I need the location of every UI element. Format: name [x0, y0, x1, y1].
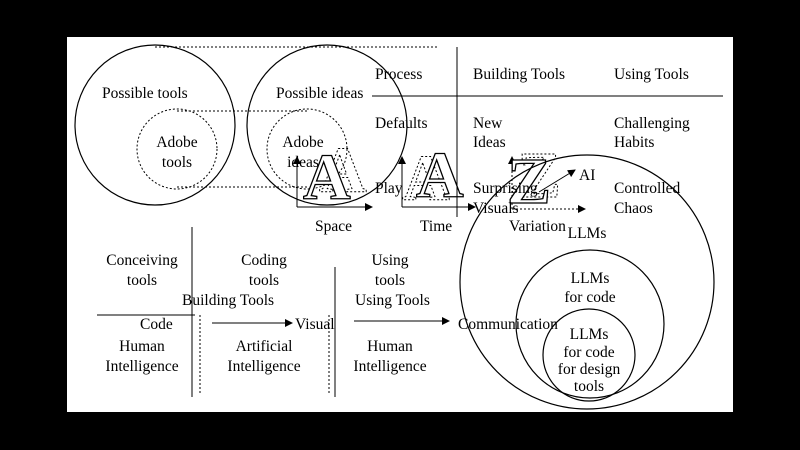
adobe-ideas-label-1: Adobe	[282, 134, 323, 151]
human-intelligence-2-line1: Human	[367, 338, 413, 355]
building-tools-label: Building Tools	[182, 292, 274, 309]
llms-design-label-4: tools	[574, 378, 604, 395]
artificial-intelligence-line1: Artificial	[236, 338, 293, 355]
coding-tools-label-1: Coding	[241, 252, 287, 269]
axis-label-variation: Variation	[509, 218, 566, 235]
llms-for-design-tools-circle	[542, 308, 636, 402]
llms-for-code-label-2: for code	[564, 289, 615, 306]
artificial-intelligence-line2: Intelligence	[227, 358, 300, 375]
adobe-ideas-circle	[266, 108, 348, 190]
adobe-tools-circle	[136, 108, 218, 190]
human-intelligence-1-line2: Intelligence	[105, 358, 178, 375]
ai-arrow	[538, 169, 576, 193]
llms-circle	[459, 154, 715, 410]
axis-label-space: Space	[315, 218, 352, 235]
using-tools-row-label: Using Tools	[355, 292, 430, 309]
tool-pipeline: Conceiving tools Coding tools Using tool…	[97, 227, 558, 397]
letter-a-time-shadow: A	[402, 142, 450, 215]
letter-z-shadow: Z	[517, 139, 561, 212]
llms-design-label-2: for code	[563, 344, 614, 361]
llms-for-code-label-1: LLMs	[571, 270, 610, 287]
flow-communication: Communication	[458, 316, 558, 333]
possible-tools-circle	[74, 44, 236, 206]
llms-design-label-3: for design	[558, 361, 621, 378]
conceiving-tools-label-1: Conceiving	[106, 252, 178, 269]
table-header-process: Process	[375, 66, 422, 83]
process-table: Process Building Tools Using Tools Defau…	[372, 47, 723, 217]
table-row2-chaos: Chaos	[614, 200, 653, 217]
adobe-tools-label-1: Adobe	[156, 134, 197, 151]
diagram-canvas: Possible tools Adobe tools Possible idea…	[74, 44, 723, 410]
llms-design-label-1: LLMs	[570, 326, 609, 343]
llms-for-code-circle	[515, 249, 665, 399]
table-row1-habits: Habits	[614, 134, 654, 151]
human-intelligence-2-line2: Intelligence	[353, 358, 426, 375]
letters-group: A A Space A A Time Z Z AI Variation	[293, 134, 595, 235]
ai-label: AI	[579, 167, 595, 184]
table-row2-surprising: Surprising	[473, 180, 538, 197]
using-tools-label-1: Using	[371, 252, 408, 269]
possible-tools-label: Possible tools	[102, 85, 188, 102]
letter-a-space: A	[303, 141, 351, 214]
slide: Possible tools Adobe tools Possible idea…	[67, 37, 733, 412]
llm-nested-circles: LLMs LLMs for code LLMs for code for des…	[459, 154, 715, 410]
using-tools-label-2: tools	[375, 272, 405, 289]
human-intelligence-1-line1: Human	[119, 338, 165, 355]
adobe-tools-label-2: tools	[162, 154, 192, 171]
llms-label: LLMs	[568, 225, 607, 242]
tools-ideas-group: Possible tools Adobe tools Possible idea…	[74, 44, 437, 206]
possible-ideas-circle	[246, 44, 408, 206]
letter-z: Z	[507, 145, 551, 218]
axis-label-time: Time	[420, 218, 452, 235]
table-row1-new: New	[473, 115, 503, 132]
conceiving-tools-label-2: tools	[127, 272, 157, 289]
possible-ideas-label: Possible ideas	[276, 85, 363, 102]
table-row2-controlled: Controlled	[614, 180, 681, 197]
table-row1-ideas: Ideas	[473, 134, 506, 151]
coding-tools-label-2: tools	[249, 272, 279, 289]
table-row2-play: Play	[375, 180, 403, 197]
letter-a-shadow: A	[319, 134, 367, 207]
table-row1-defaults: Defaults	[375, 115, 428, 132]
flow-visual: Visual	[295, 316, 335, 333]
letter-a-time: A	[416, 139, 464, 212]
flow-code: Code	[140, 316, 173, 333]
table-row1-challenging: Challenging	[614, 115, 690, 132]
table-header-building-tools: Building Tools	[473, 66, 565, 83]
table-header-using-tools: Using Tools	[614, 66, 689, 83]
table-row2-visuals: Visuals	[473, 200, 519, 217]
